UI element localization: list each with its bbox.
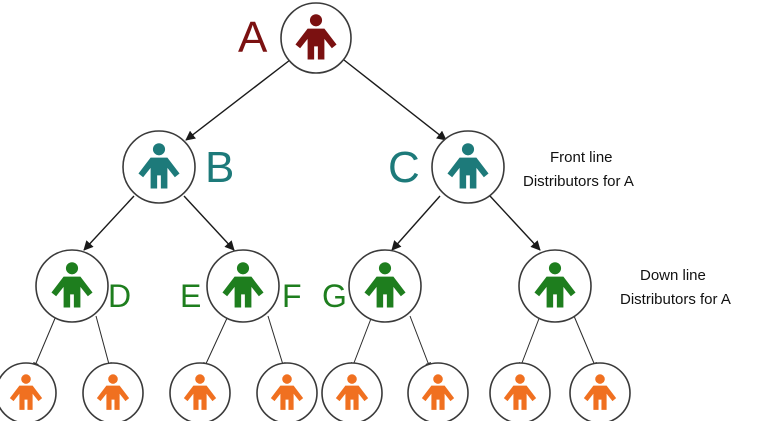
down-line-subtitle: Distributors for A <box>620 291 731 308</box>
leaf-node <box>169 362 231 421</box>
node-ef <box>206 249 280 323</box>
node-g <box>348 249 422 323</box>
node-d <box>35 249 109 323</box>
front-line-subtitle: Distributors for A <box>523 173 634 190</box>
leaf-node <box>256 362 318 421</box>
edge-a-b <box>185 59 291 141</box>
front-line-title: Front line <box>550 149 613 166</box>
edge-node7-leaf8 <box>573 315 597 369</box>
leaf-node <box>0 362 57 421</box>
node-label-c: C <box>388 143 420 192</box>
node-label-d: D <box>108 278 131 314</box>
node-label-b: B <box>205 143 234 192</box>
leaf-node <box>82 362 144 421</box>
node-unlabeled <box>518 249 592 323</box>
edge-a-c <box>343 59 447 141</box>
edges <box>33 59 597 369</box>
node-label-g: G <box>322 278 347 314</box>
edge-d-leaf2 <box>95 315 112 369</box>
node-label-a: A <box>238 13 268 62</box>
leaf-node <box>321 362 383 421</box>
leaf-node <box>407 362 469 421</box>
edge-g-leaf5 <box>351 315 373 369</box>
edge-c-g <box>391 195 441 251</box>
node-b <box>122 130 196 204</box>
leaf-node <box>569 362 631 421</box>
edge-node7-leaf7 <box>519 315 541 369</box>
edge-d-leaf1 <box>33 315 57 369</box>
leaf-nodes <box>0 362 631 421</box>
edge-e-leaf3 <box>203 315 229 369</box>
edge-b-e <box>183 195 235 251</box>
annotation-front-line: Front line Distributors for A <box>523 149 634 190</box>
node-label-f: F <box>282 278 302 314</box>
edge-e-leaf4 <box>267 315 286 369</box>
down-line-title: Down line <box>640 267 706 284</box>
edge-b-d <box>83 195 135 251</box>
node-label-e: E <box>180 278 201 314</box>
leaf-node <box>489 362 551 421</box>
edge-c-node7 <box>489 195 541 251</box>
node-a <box>280 2 352 74</box>
edge-g-leaf6 <box>409 315 431 369</box>
node-c <box>431 130 505 204</box>
annotation-down-line: Down line Distributors for A <box>620 267 731 308</box>
